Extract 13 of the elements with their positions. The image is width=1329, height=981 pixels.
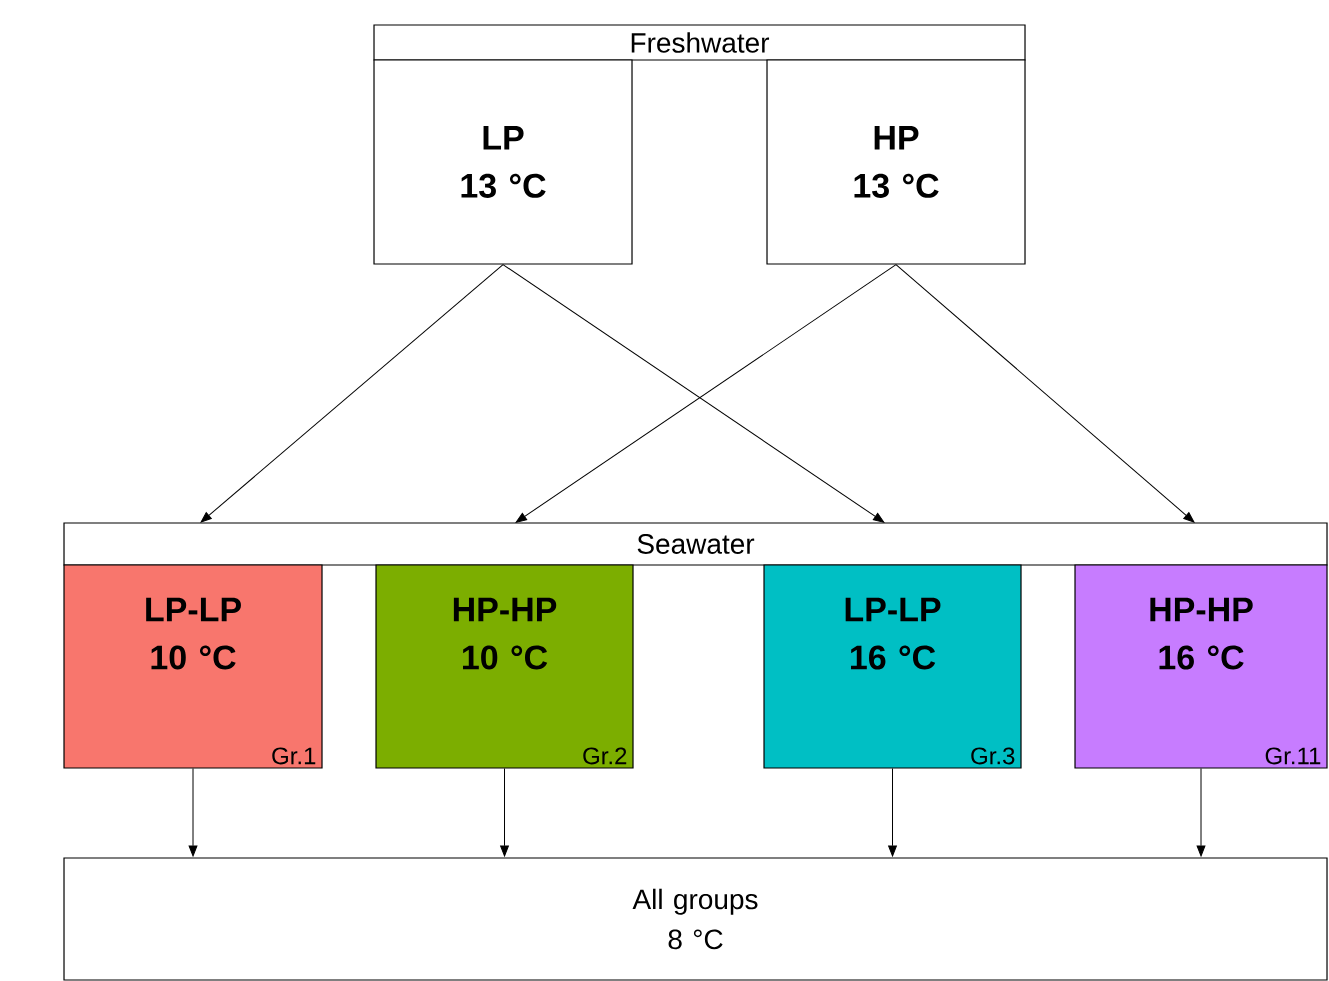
header-band: Seawater: [63, 522, 1328, 566]
group-label: Gr.3: [971, 747, 1015, 765]
process-box: All groups 8 °C: [63, 857, 1328, 981]
arrow: [1196, 768, 1206, 857]
arrow: [895, 264, 1195, 523]
arrow: [200, 264, 504, 523]
header-band: Freshwater: [373, 24, 1026, 61]
group-label: Gr.11: [1265, 747, 1321, 765]
group-label: Gr.1: [272, 747, 316, 765]
group-label: Gr.2: [583, 747, 627, 765]
arrow: [188, 768, 198, 857]
arrow: [500, 768, 509, 857]
arrow: [888, 768, 897, 857]
